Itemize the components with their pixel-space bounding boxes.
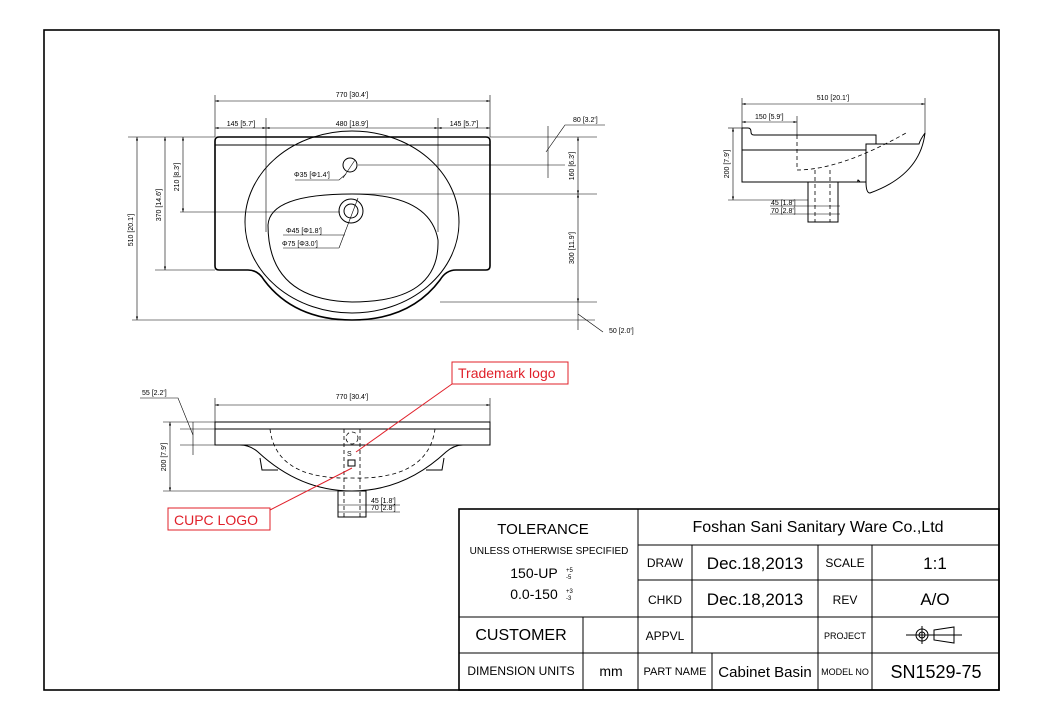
annotations: Trademark logo CUPC LOGO (167, 361, 569, 531)
side-dim-drain-inner: 45 [1.8'] (771, 200, 796, 207)
dim-center-width: 480 [18.9'] (336, 121, 369, 128)
appvl-label: APPVL (646, 629, 685, 643)
side-dim-overall-depth: 510 [20.1'] (817, 95, 850, 102)
cupc-label: CUPC LOGO (174, 512, 258, 528)
trademark-label: Trademark logo (458, 365, 556, 381)
draw-date: Dec.18,2013 (707, 554, 803, 573)
dim-front-to-bowl: 160 [6.3'] (569, 152, 576, 181)
dimension-units-label: DIMENSION UNITS (467, 664, 574, 678)
dim-deck-depth: 370 [14.6'] (156, 189, 163, 222)
dim-left-offset: 145 [5.7'] (227, 121, 256, 128)
tolerance-row1: 150-UP (510, 565, 557, 581)
tolerance-row2: 0.0-150 (510, 586, 558, 602)
tolerance-title: TOLERANCE (497, 521, 588, 538)
model-no-value: SN1529-75 (890, 662, 981, 682)
front-dim-drain-outer: 70 [2.8'] (371, 505, 396, 512)
dim-right-offset: 145 [5.7'] (450, 121, 479, 128)
chkd-date: Dec.18,2013 (707, 590, 803, 609)
dim-overall-width: 770 [30.4'] (336, 92, 369, 99)
title-block: TOLERANCE UNLESS OTHERWISE SPECIFIED 150… (458, 508, 1000, 691)
tolerance-row2-minus: -3 (566, 596, 572, 602)
front-dim-rim-thickness: 55 [2.2'] (142, 390, 167, 397)
tolerance-row1-minus: -5 (566, 575, 572, 581)
dim-drain-outer: Φ75 [Φ3.0'] (282, 241, 318, 248)
dim-bowl-depth: 300 [11.9'] (569, 232, 576, 264)
company-name: Foshan Sani Sanitary Ware Co.,Ltd (692, 519, 943, 536)
faucet-hole (342, 157, 358, 173)
plan-view: 770 [30.4'] 145 [5.7'] 480 [18.9'] 145 [… (128, 92, 634, 335)
side-dim-drain-outer: 70 [2.8'] (771, 208, 796, 215)
cupc-mark (347, 459, 356, 467)
front-view: S 770 [30.4'] 55 [2.2'] 200 [7.9'] 45 [1… (140, 390, 491, 518)
part-name-label: PART NAME (644, 666, 707, 678)
side-view: 510 [20.1'] 150 [5.9'] 200 [7.9'] 45 [1.… (724, 95, 926, 223)
dim-drain-hole: Φ45 [Φ1.8'] (286, 228, 322, 235)
chkd-label: CHKD (648, 593, 682, 607)
part-name-value: Cabinet Basin (718, 664, 811, 681)
rev-label: REV (833, 593, 858, 607)
front-dim-drain-inner: 45 [1.8'] (371, 498, 396, 505)
dim-faucet-hole: Φ35 [Φ1.4'] (294, 172, 330, 179)
scale-value: 1:1 (923, 554, 947, 573)
draw-label: DRAW (647, 556, 684, 570)
tolerance-row2-plus: +3 (566, 589, 574, 595)
tolerance-row1-plus: +5 (566, 568, 574, 574)
customer-label: CUSTOMER (475, 627, 566, 644)
tolerance-subtitle: UNLESS OTHERWISE SPECIFIED (470, 546, 629, 557)
trademark-callout (451, 361, 569, 385)
front-dim-height: 200 [7.9'] (161, 443, 168, 472)
side-dim-height: 200 [7.9'] (724, 150, 731, 179)
trademark-mark: S (347, 451, 352, 458)
side-dim-drain-offset: 150 [5.9'] (755, 114, 784, 121)
front-dim-overall-width: 770 [30.4'] (336, 394, 369, 401)
dimension-units-value: mm (599, 663, 622, 679)
drain-outer (338, 198, 364, 224)
project-label: PROJECT (824, 631, 867, 641)
cupc-callout (167, 507, 271, 531)
scale-label: SCALE (825, 556, 864, 570)
drain-inner (343, 203, 359, 219)
dim-front-rim: 50 [2.0'] (609, 328, 634, 335)
model-no-label: MODEL NO (821, 667, 869, 677)
rev-value: A/O (920, 590, 949, 609)
dim-drain-position: 210 [8.3'] (174, 163, 181, 192)
dim-overall-depth: 510 [20.1'] (128, 214, 135, 247)
dim-faucet-offset: 80 [3.2'] (573, 117, 598, 124)
projection-symbol-icon (906, 626, 962, 644)
